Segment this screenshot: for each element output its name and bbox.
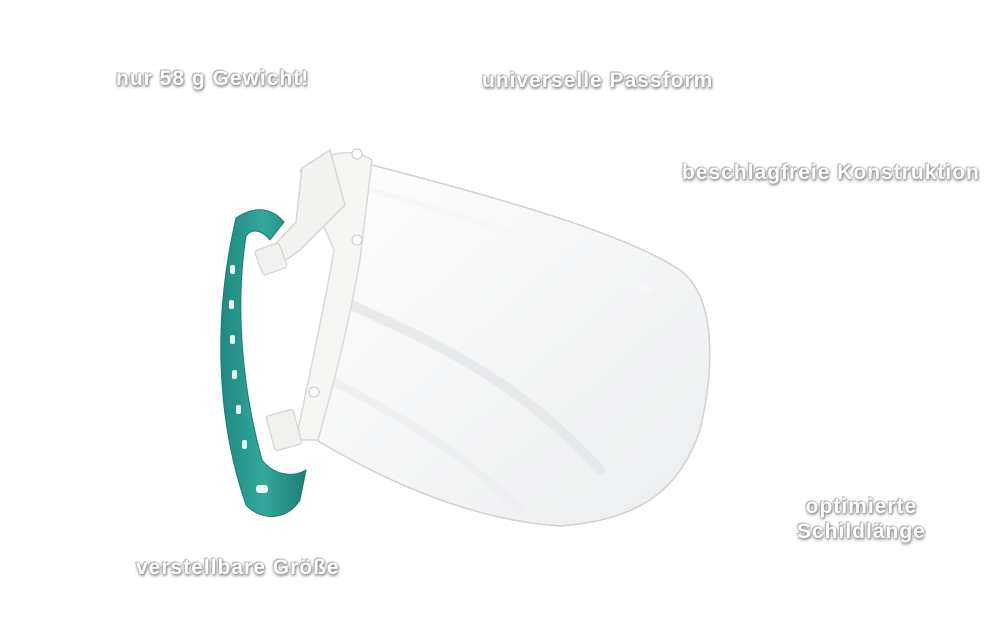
frame-arm <box>260 148 346 272</box>
caption-anti-fog: beschlagfreie Konstruktion <box>682 161 980 184</box>
visor-reflection-3 <box>367 187 653 293</box>
caption-universal-fit: universelle Passform <box>482 69 714 92</box>
frame-pin <box>351 148 363 160</box>
caption-shield-length: optimierte Schildlänge <box>797 494 926 544</box>
visor-reflection-2 <box>326 376 524 514</box>
strap-end <box>238 499 259 521</box>
strap-holes <box>229 265 268 493</box>
visor-reflection-1 <box>335 295 605 475</box>
frame-clip-bottom <box>265 409 303 451</box>
frame-pin <box>308 386 320 398</box>
frame-pin <box>351 234 363 246</box>
caption-weight: nur 58 g Gewicht! <box>116 67 310 90</box>
elastic-strap <box>220 209 307 517</box>
caption-shield-length-line1: optimierte <box>805 495 918 518</box>
caption-adjustable-size: verstellbare Größe <box>136 556 340 579</box>
caption-shield-length-line2: Schildlänge <box>797 520 926 544</box>
frame-clip-top <box>254 242 288 276</box>
